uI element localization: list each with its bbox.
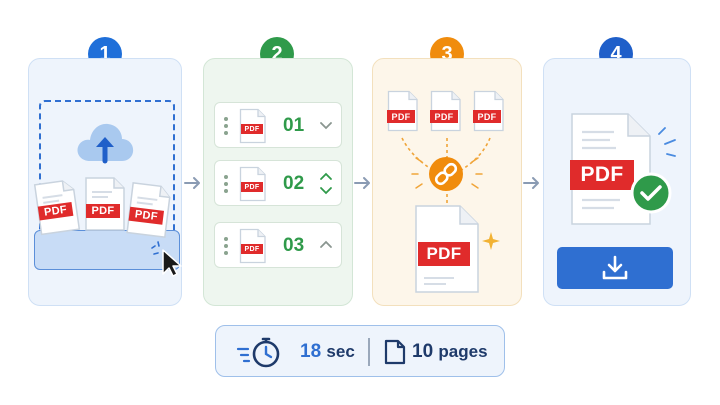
- merged-pdf-icon: PDF: [414, 204, 480, 294]
- elapsed-time-unit: sec: [326, 342, 355, 361]
- chevron-down-icon[interactable]: [319, 121, 333, 131]
- pdf-tag: PDF: [86, 204, 120, 218]
- page-count-value: 10: [412, 341, 434, 362]
- arrow-right-icon: [354, 177, 370, 189]
- link-icon: [429, 157, 463, 191]
- download-icon: [602, 255, 628, 280]
- pdf-tag: PDF: [241, 124, 263, 134]
- cloud-upload-icon: [77, 123, 134, 164]
- page-count: 10 pages: [412, 341, 488, 363]
- sparkle-icon: [482, 232, 500, 250]
- pdf-tag: PDF: [473, 110, 501, 123]
- drag-handle-icon[interactable]: [224, 175, 228, 196]
- page-icon: [384, 339, 406, 365]
- pdf-file-icon[interactable]: PDF: [125, 181, 173, 240]
- drag-handle-icon[interactable]: [224, 237, 228, 258]
- pdf-tag: PDF: [241, 244, 263, 254]
- result-pdf-icon: PDF: [570, 112, 652, 226]
- pdf-tag: PDF: [241, 182, 263, 192]
- chevron-down-icon[interactable]: [319, 186, 333, 196]
- check-circle-icon: [630, 172, 672, 214]
- pdf-tag: PDF: [418, 242, 470, 266]
- arrow-right-icon: [184, 177, 200, 189]
- pdf-file-icon[interactable]: PDF: [32, 177, 81, 236]
- chevron-up-icon[interactable]: [319, 171, 333, 181]
- file-order-number: 02: [283, 173, 305, 194]
- pdf-tag: PDF: [570, 160, 634, 190]
- stats-bar: 18 sec 10 pages: [215, 325, 505, 377]
- page-count-unit: pages: [438, 342, 488, 361]
- stopwatch-icon: [236, 337, 280, 368]
- file-order-row[interactable]: PDF 03: [214, 222, 342, 268]
- file-order-number: 01: [283, 115, 305, 136]
- file-order-number: 03: [283, 235, 305, 256]
- pdf-file-icon: PDF: [387, 90, 419, 132]
- pdf-tag: PDF: [430, 110, 458, 123]
- file-order-row[interactable]: PDF 02: [214, 160, 342, 206]
- drag-handle-icon[interactable]: [224, 117, 228, 138]
- arrow-right-icon: [523, 177, 539, 189]
- sparkle-lines-icon: [658, 127, 676, 157]
- elapsed-time-value: 18: [300, 341, 322, 362]
- chevron-up-icon[interactable]: [319, 239, 333, 249]
- stats-divider: [368, 338, 370, 366]
- elapsed-time: 18 sec: [300, 341, 355, 363]
- mouse-cursor-icon: [151, 241, 182, 277]
- pdf-file-icon: PDF: [430, 90, 462, 132]
- download-button[interactable]: [557, 247, 673, 289]
- file-order-row[interactable]: PDF 01: [214, 102, 342, 148]
- pdf-tag: PDF: [387, 110, 415, 123]
- pdf-file-icon[interactable]: PDF: [84, 176, 126, 232]
- pdf-file-icon: PDF: [473, 90, 505, 132]
